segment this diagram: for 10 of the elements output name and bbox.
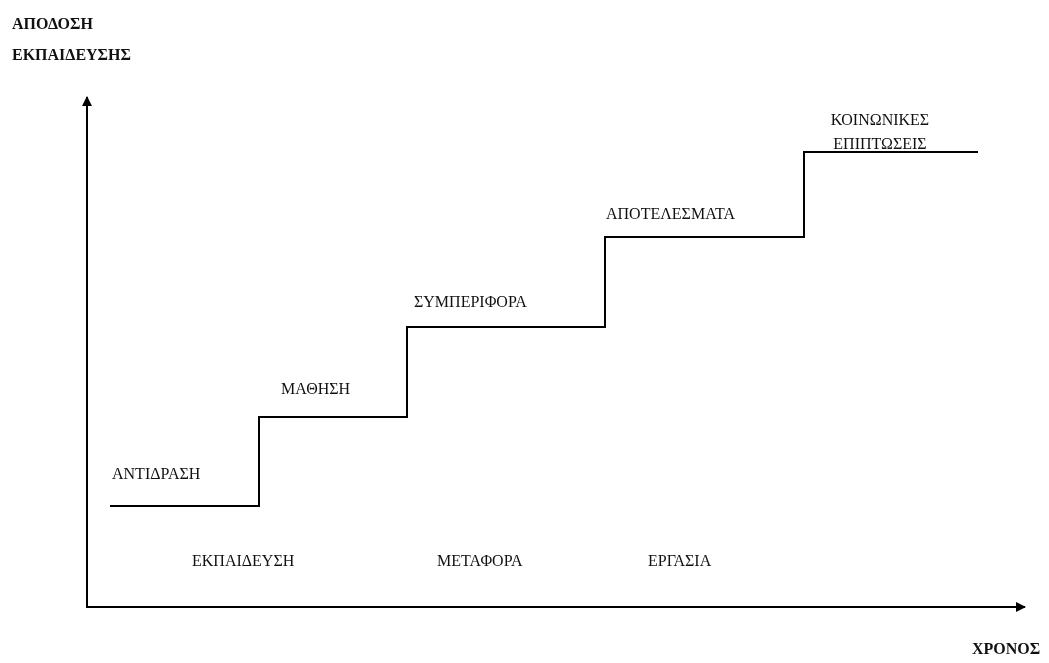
step-label: ΣΥΜΠΕΡΙΦΟΡΑ: [414, 292, 527, 312]
step-label: ΚΟΙΝΩΝΙΚΕΣ ΕΠΙΠΤΩΣΕΙΣ: [829, 110, 931, 154]
phase-label: ΜΕΤΑΦΟΡΑ: [437, 551, 523, 571]
phase-label: ΕΡΓΑΣΙΑ: [648, 551, 712, 571]
step-label: ΑΠΟΤΕΛΕΣΜΑΤΑ: [606, 204, 735, 224]
step-label: ΜΑΘΗΣΗ: [281, 379, 351, 399]
phase-label: ΕΚΠΑΙΔΕΥΣΗ: [192, 551, 295, 571]
axis-title: ΑΠΟΔΟΣΗ ΕΚΠΑΙΔΕΥΣΗΣ: [12, 14, 132, 65]
axis-title: ΧΡΟΝΟΣ: [972, 639, 1041, 659]
step-label: ΑΝΤΙΔΡΑΣΗ: [112, 464, 201, 484]
